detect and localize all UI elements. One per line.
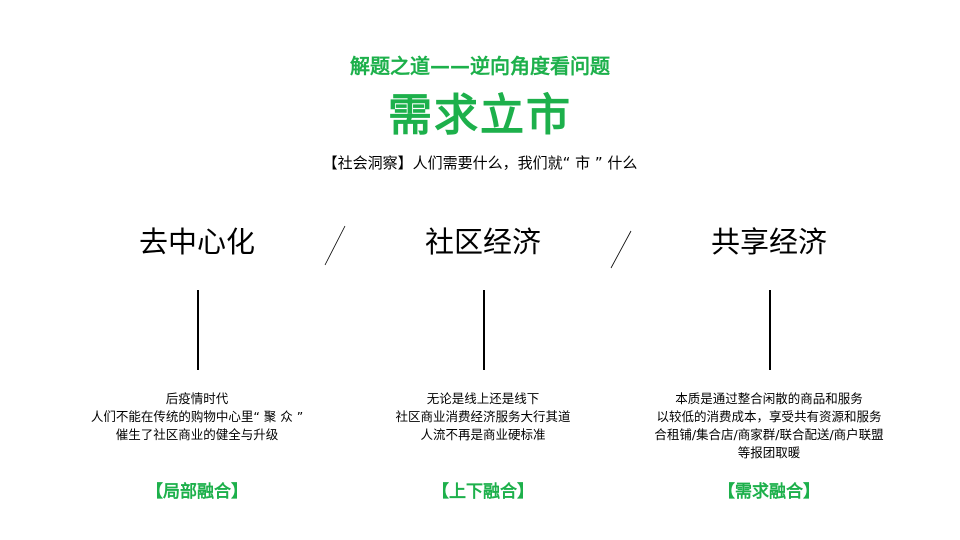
description-line: 催生了社区商业的健全与升级 bbox=[115, 427, 279, 442]
column-description-community-economy: 无论是线上还是线下 社区商业消费经济服务大行其道 人流不再是商业硬标准 bbox=[340, 390, 626, 444]
vertical-divider-line bbox=[483, 290, 485, 370]
description-line: 等报团取暖 bbox=[737, 445, 801, 460]
description-line: 后疫情时代 bbox=[165, 391, 229, 406]
description-line: 人们不能在传统的购物中心里“ 聚 众 ” bbox=[90, 409, 304, 424]
column-description-sharing-economy: 本质是通过整合闲散的商品和服务 以较低的消费成本，享受共有资源和服务 合租铺/集… bbox=[626, 390, 912, 462]
vertical-divider-line bbox=[197, 290, 199, 370]
social-insight-text: 【社会洞察】人们需要什么，我们就“ 市 ” 什么 bbox=[322, 154, 638, 172]
column-description-decentralization: 后疫情时代 人们不能在传统的购物中心里“ 聚 众 ” 催生了社区商业的健全与升级 bbox=[54, 390, 340, 444]
column-tag-online-offline-fusion: 【上下融合】 bbox=[432, 482, 534, 502]
column-tag-demand-fusion: 【需求融合】 bbox=[718, 482, 820, 502]
description-line: 合租铺/集合店/商家群/联合配送/商户联盟 bbox=[654, 427, 884, 442]
column-title-community-economy: 社区经济 bbox=[424, 225, 541, 259]
column-title-decentralization: 去中心化 bbox=[138, 225, 255, 259]
description-line: 社区商业消费经济服务大行其道 bbox=[395, 409, 571, 424]
column-tag-local-fusion: 【局部融合】 bbox=[146, 482, 248, 502]
vertical-divider-line bbox=[769, 290, 771, 370]
slide-subtitle: 解题之道——逆向角度看问题 bbox=[350, 54, 610, 78]
description-line: 无论是线上还是线下 bbox=[426, 391, 540, 406]
column-title-sharing-economy: 共享经济 bbox=[710, 225, 827, 259]
slash-divider-2 bbox=[610, 230, 632, 269]
description-line: 人流不再是商业硬标准 bbox=[420, 427, 546, 442]
slash-divider-1 bbox=[324, 225, 346, 266]
description-line: 以较低的消费成本，享受共有资源和服务 bbox=[656, 409, 882, 424]
slide-title: 需求立市 bbox=[388, 90, 572, 141]
description-line: 本质是通过整合闲散的商品和服务 bbox=[675, 391, 863, 406]
